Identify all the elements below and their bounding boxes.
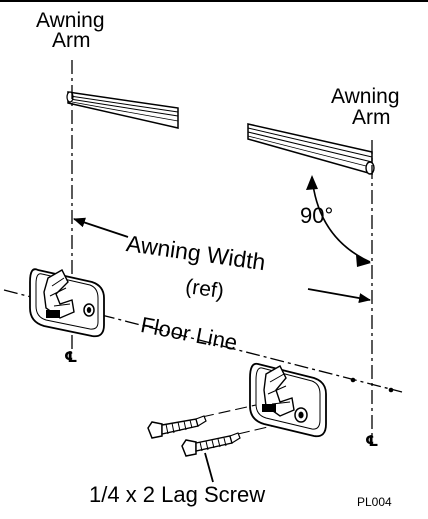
awning-arm-label-right: Awning [331, 85, 400, 108]
screw-guide-upper [201, 404, 257, 418]
awning-rail-right [247, 123, 375, 175]
screw-guide-lower [237, 425, 273, 435]
floor-line-dot [350, 377, 356, 383]
mount-bracket-right [249, 362, 327, 438]
width-arrow-left [73, 217, 129, 238]
awning-arm-label-left-line2: Arm [52, 29, 91, 52]
angle-arc [311, 176, 371, 263]
mount-bracket-left [29, 268, 105, 338]
part-code-label: PL004 [357, 495, 392, 509]
angle-arrow-right [356, 255, 371, 267]
lag-screw-label: 1/4 x 2 Lag Screw [89, 482, 266, 507]
floor-line-dot [388, 387, 394, 393]
angle-label: 90° [300, 203, 334, 228]
centerline-symbol-right: ℄ [365, 433, 379, 450]
top-border-rule [0, 0, 428, 2]
angle-arrow-top [306, 175, 318, 190]
width-arrow-right [307, 288, 371, 304]
screw-leader [204, 452, 214, 483]
lag-screw-lower [181, 432, 241, 457]
awning-rail-left [66, 91, 179, 129]
awning-arm-label-right-line2: Arm [352, 106, 391, 129]
ref-label: (ref) [183, 275, 226, 304]
centerline-symbol-left: ℄ [64, 349, 78, 366]
awning-arm-label-left: Awning [36, 9, 105, 32]
lag-screw-upper [147, 415, 207, 439]
